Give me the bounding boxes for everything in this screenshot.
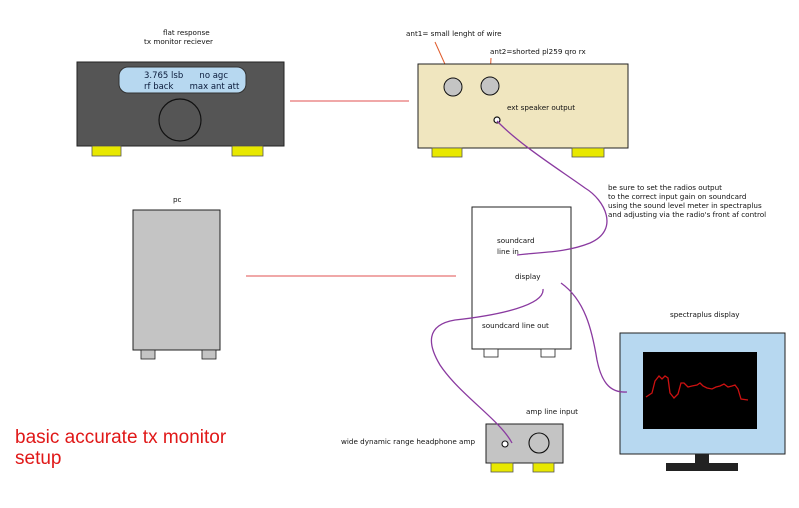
note-line-4: and adjusting via the radio's front af c… [608,210,766,219]
pc-foot-left [140,349,156,360]
note-line-3: using the sound level meter in spectrapl… [608,201,762,210]
headphone-amp: amp line input wide dynamic range headph… [341,407,578,473]
soundcard-line-out-label: soundcard line out [482,321,549,330]
ant2-knob-icon [480,76,500,96]
amp-description-label: wide dynamic range headphone amp [341,437,475,446]
receiver-display-panel [118,66,247,94]
receiver-display-line1: 3.765 lsb no agc [144,71,228,81]
tx-monitor-receiver: flat response tx monitor reciever 3.765 … [76,28,285,157]
ant1-label: ant1= small lenght of wire [406,29,502,38]
line-out-to-amp-cable [430,288,544,444]
diagram-title: basic accurate tx monitor setup [15,427,227,469]
soundcard-line-in-label-1: soundcard [497,236,535,245]
receiver-caption-line2: tx monitor reciever [144,37,213,46]
amp-volume-knob-icon [528,432,550,454]
pc-body [132,209,221,351]
amp-foot-right [532,462,555,473]
amp-input-jack-icon [501,440,509,448]
soundcard-body [471,206,572,350]
receiver-foot-left [91,145,122,157]
receiver-foot-right [231,145,264,157]
speaker-jack-icon [493,116,501,124]
title-line-1: basic accurate tx monitor [15,427,227,448]
speaker-output-label: ext speaker output [507,103,575,112]
title-line-2: setup [15,448,61,469]
radio-foot-right [571,147,605,158]
soundcard-line-in-label-2: line in [497,247,519,256]
spectraplus-monitor: spectraplus display [619,310,786,471]
soundcard-box: soundcard line in display soundcard line… [471,206,572,358]
spectrum-trace [645,375,749,401]
amp-body [485,423,564,464]
soundcard-foot-left [483,348,499,358]
note-line-1: be sure to set the radios output [608,183,722,192]
ant1-knob-icon [443,77,463,97]
note-line-2: to the correct input gain on soundcard [608,192,746,201]
ant2-label: ant2=shorted pl259 qro rx [490,47,586,56]
radio-body [417,63,629,149]
monitor-stand-base [666,463,738,471]
soundcard-foot-right [540,348,556,358]
amp-foot-left [490,462,514,473]
soundcard-display-label: display [515,272,541,281]
amp-line-input-label: amp line input [526,407,578,416]
speaker-to-line-in-cable [496,120,608,256]
radio-foot-left [431,147,463,158]
receiver-display-line2: rf back max ant att [144,82,240,92]
pc-foot-right [201,349,217,360]
display-to-monitor-cable [560,282,628,393]
monitor-screen [643,352,757,429]
receiver-tuning-knob-icon [158,98,202,142]
receiver-caption-line1: flat response [163,28,210,37]
gain-setup-note: be sure to set the radios output to the … [608,183,766,219]
radio-rx: ant1= small lenght of wire ant2=shorted … [406,29,629,158]
monitor-label: spectraplus display [670,310,740,319]
monitor-stand-neck [695,454,709,463]
pc-tower: pc [132,195,221,360]
pc-label: pc [173,195,182,204]
